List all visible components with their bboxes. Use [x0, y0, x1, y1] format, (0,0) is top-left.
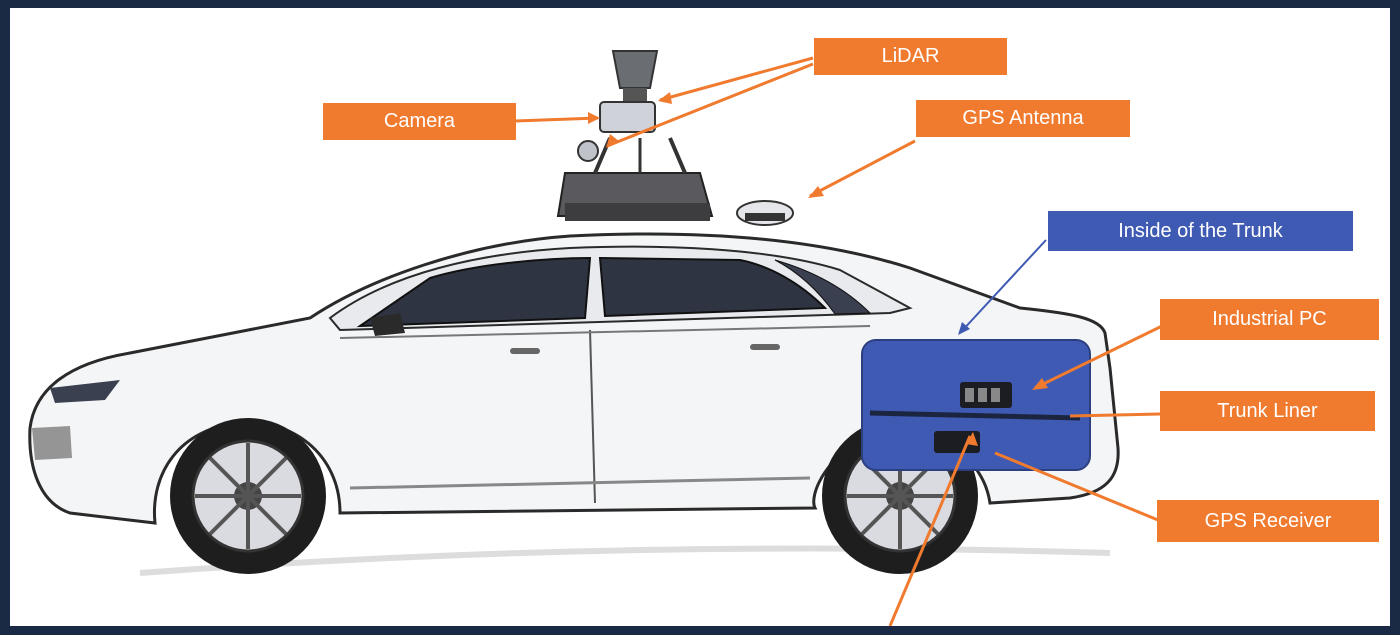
roof-rack	[556, 137, 714, 221]
camera-label: Camera	[323, 103, 516, 140]
gps-antenna-dome-icon	[736, 200, 794, 226]
trunk-liner-label: Trunk Liner	[1160, 391, 1375, 431]
inside-trunk-label: Inside of the Trunk	[1048, 211, 1353, 251]
lidar-sensor-icon	[611, 50, 659, 102]
lidar-label: LiDAR	[814, 38, 1007, 75]
industrial-pc-label: Industrial PC	[1160, 299, 1379, 340]
callout-arrows	[514, 56, 1163, 626]
front-wheel	[170, 418, 326, 574]
diagram-canvas: LiDAR Camera GPS Antenna Inside of the T…	[10, 8, 1390, 626]
camera-icon	[577, 101, 656, 162]
industrial-pc-icon	[960, 382, 1012, 408]
gps-receiver-label: GPS Receiver	[1157, 500, 1379, 542]
trunk-panel	[861, 339, 1091, 471]
car-illustration	[28, 50, 1163, 626]
gps-antenna-label: GPS Antenna	[916, 100, 1130, 137]
callout-arrowheads	[588, 92, 1048, 446]
